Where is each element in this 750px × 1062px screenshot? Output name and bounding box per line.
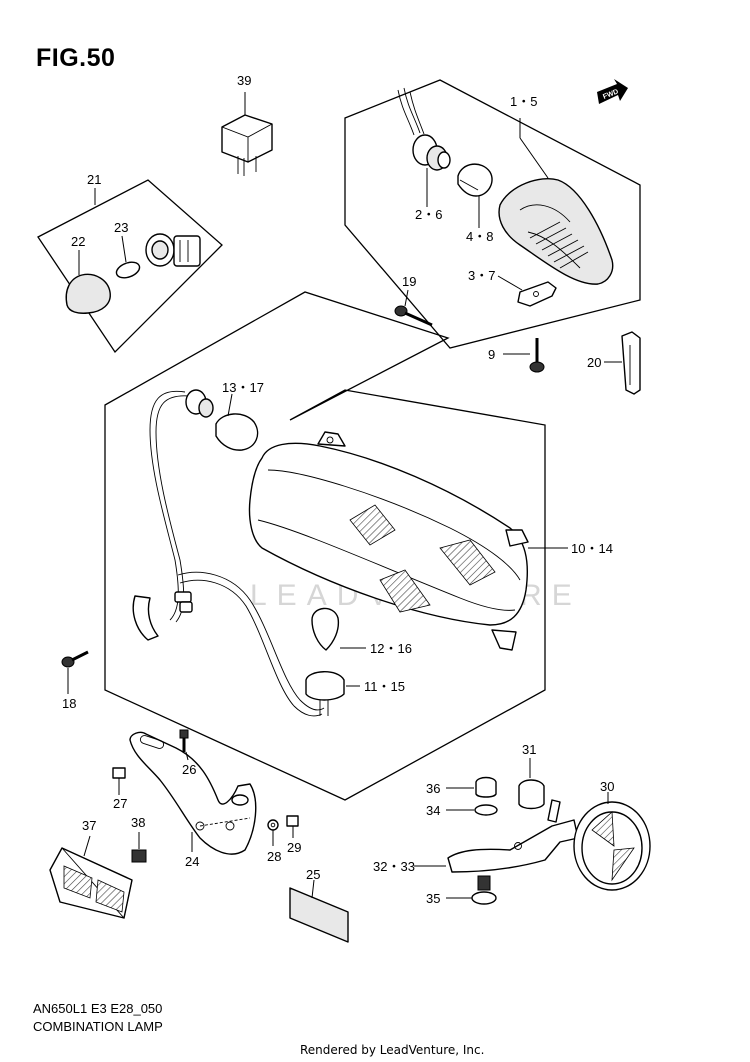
callout-20: 20 [587,355,601,370]
callout-30: 30 [600,779,614,794]
figure-title: FIG.50 [36,44,116,72]
callout-9: 9 [488,347,495,362]
callout-4-8: 4・8 [466,229,493,244]
callout-31: 31 [522,742,536,757]
callout-22: 22 [71,234,85,249]
bracket-24 [112,729,299,863]
turn-signal-assembly [397,87,614,307]
callout-1-5: 1・5 [510,94,537,109]
callout-39: 39 [237,73,251,88]
callout-11-15: 11・15 [364,679,405,694]
callout-24: 24 [185,854,199,869]
callout-13-17: 13・17 [222,380,264,395]
callout-27: 27 [113,796,127,811]
reflector-37 [49,835,133,919]
callout-12-16: 12・16 [370,641,412,656]
callout-34: 34 [426,803,440,818]
turn-signal-box [344,79,641,349]
screw-18 [61,650,89,694]
screw-19 [394,289,433,327]
callout-23: 23 [114,220,128,235]
callout-29: 29 [287,840,301,855]
wiring-harness [132,389,366,717]
rear-reflector-bracket [414,758,651,905]
strap-20 [604,331,641,395]
combination-lamp-box [104,291,546,801]
boot-ribs [529,221,589,269]
callout-38: 38 [131,815,145,830]
callout-18: 18 [62,696,76,711]
callout-3-7: 3・7 [468,268,495,283]
model-code: AN650L1 E3 E28_050 [33,1001,163,1016]
combination-lamp [248,431,568,651]
callout-28: 28 [267,849,281,864]
callout-21: 21 [87,172,101,187]
bulb-socket-box [37,179,223,354]
fwd-arrow-icon: FWD [597,79,628,104]
callout-19: 19 [402,274,416,289]
socket-bulb-group [65,188,201,314]
callout-10-14: 10・14 [571,541,613,556]
callout-37: 37 [82,818,96,833]
label-25 [289,879,349,943]
callout-36: 36 [426,781,440,796]
callout-32-33: 32・33 [373,859,415,874]
render-credit: Rendered by LeadVenture, Inc. [300,1043,485,1057]
callout-25: 25 [306,867,320,882]
callout-35: 35 [426,891,440,906]
callout-26: 26 [182,762,196,777]
callout-2-6: 2・6 [415,207,442,222]
figure-subtitle: COMBINATION LAMP [33,1019,163,1034]
relay-part [221,92,273,176]
screw-9 [503,338,545,373]
